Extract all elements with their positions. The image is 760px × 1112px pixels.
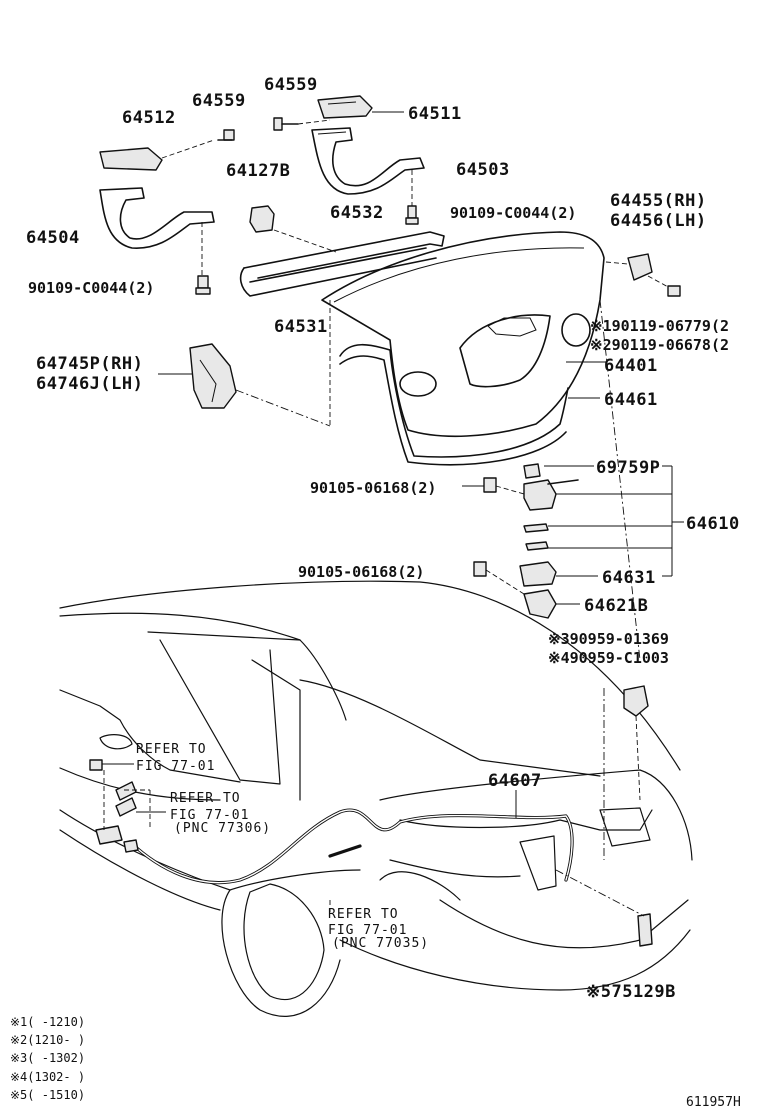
car-body bbox=[59, 580, 693, 1017]
lock-assembly-64610 bbox=[519, 463, 684, 619]
label-90959-a: ※390959-01369 bbox=[548, 630, 669, 648]
torsion-bar-64531 bbox=[239, 257, 437, 297]
label-64610: 64610 bbox=[686, 514, 740, 534]
ref1-line1: REFER TO bbox=[136, 742, 207, 757]
label-64401: 64401 bbox=[604, 356, 658, 376]
hinge-arm-64503 bbox=[311, 127, 425, 195]
label-90105-a: 90105-06168(2) bbox=[310, 479, 436, 497]
label-64461: 64461 bbox=[604, 390, 658, 410]
torsion-bar-64532 bbox=[243, 231, 445, 283]
ref3-line1: REFER TO bbox=[328, 907, 399, 922]
label-69759p: 69759P bbox=[596, 458, 660, 478]
ref3-line2: FIG 77-01 bbox=[328, 923, 407, 938]
part-labels: 64559 64559 64512 64511 64503 64127B 645… bbox=[26, 75, 740, 1002]
label-64127b: 64127B bbox=[226, 161, 290, 181]
note-4: ※4(1302- ) bbox=[10, 1070, 85, 1084]
hinge-cover-64745p bbox=[158, 343, 331, 427]
label-90105-b: 90105-06168(2) bbox=[298, 563, 424, 581]
label-64621b: 64621B bbox=[584, 596, 648, 616]
ref1-line2: FIG 77-01 bbox=[136, 759, 215, 774]
label-64559-b: 64559 bbox=[192, 91, 246, 111]
hinge-arm-64504 bbox=[99, 187, 215, 276]
label-64746j: 64746J(LH) bbox=[36, 374, 143, 394]
label-90109-b: 90109-C0044(2) bbox=[28, 279, 154, 297]
bolt-90105-lower bbox=[473, 561, 525, 595]
label-64512: 64512 bbox=[122, 108, 176, 128]
bolt-64559-right bbox=[273, 117, 331, 131]
label-64456: 64456(LH) bbox=[610, 211, 707, 231]
stopper-64455 bbox=[605, 253, 681, 297]
ref2-line3: (PNC 77306) bbox=[174, 821, 271, 836]
bolt-64559-left bbox=[217, 129, 235, 141]
label-64511: 64511 bbox=[408, 104, 462, 124]
ref2-line1: REFER TO bbox=[170, 791, 241, 806]
reference-callouts: REFER TO FIG 77-01 REFER TO FIG 77-01 (P… bbox=[136, 742, 429, 951]
bolt-90109-left bbox=[195, 275, 211, 295]
bolt-90109-upper bbox=[405, 170, 419, 225]
label-64631: 64631 bbox=[602, 568, 656, 588]
clip-64127b bbox=[249, 205, 337, 253]
label-90119-a: ※190119-06779(2 bbox=[590, 317, 729, 335]
label-64745p: 64745P(RH) bbox=[36, 354, 143, 374]
label-75129b: ※575129B bbox=[586, 982, 676, 1002]
label-64559-a: 64559 bbox=[264, 75, 318, 95]
label-64504: 64504 bbox=[26, 228, 80, 248]
note-5: ※5( -1510) bbox=[10, 1088, 85, 1102]
label-64503: 64503 bbox=[456, 160, 510, 180]
note-2: ※2(1210- ) bbox=[10, 1033, 85, 1047]
label-64455: 64455(RH) bbox=[610, 191, 707, 211]
ref2-line2: FIG 77-01 bbox=[170, 808, 249, 823]
note-3: ※3( -1302) bbox=[10, 1051, 85, 1065]
weatherstrip-64461 bbox=[339, 343, 600, 466]
figure-id: 611957H bbox=[686, 1095, 741, 1110]
bracket-64512 bbox=[99, 139, 215, 171]
opener-parts bbox=[89, 759, 166, 853]
bolt-90105-upper bbox=[462, 477, 525, 495]
opener-bracket-90959 bbox=[603, 685, 649, 860]
ref3-line3: (PNC 77035) bbox=[332, 936, 429, 951]
note-1: ※1( -1210) bbox=[10, 1015, 85, 1029]
release-cable-64607 bbox=[128, 790, 574, 885]
label-90959-b: ※490959-C1003 bbox=[548, 649, 669, 667]
label-64532: 64532 bbox=[330, 203, 384, 223]
cover-75129b bbox=[555, 869, 653, 947]
label-90109-a: 90109-C0044(2) bbox=[450, 204, 576, 222]
bracket-64511 bbox=[317, 95, 404, 119]
applicability-notes: ※1( -1210) ※2(1210- ) ※3( -1302) ※4(1302… bbox=[10, 1015, 85, 1102]
label-64607: 64607 bbox=[488, 771, 542, 791]
label-90119-b: ※290119-06678(2 bbox=[590, 336, 729, 354]
trunk-lid-64401 bbox=[321, 231, 606, 438]
label-64531: 64531 bbox=[274, 317, 328, 337]
